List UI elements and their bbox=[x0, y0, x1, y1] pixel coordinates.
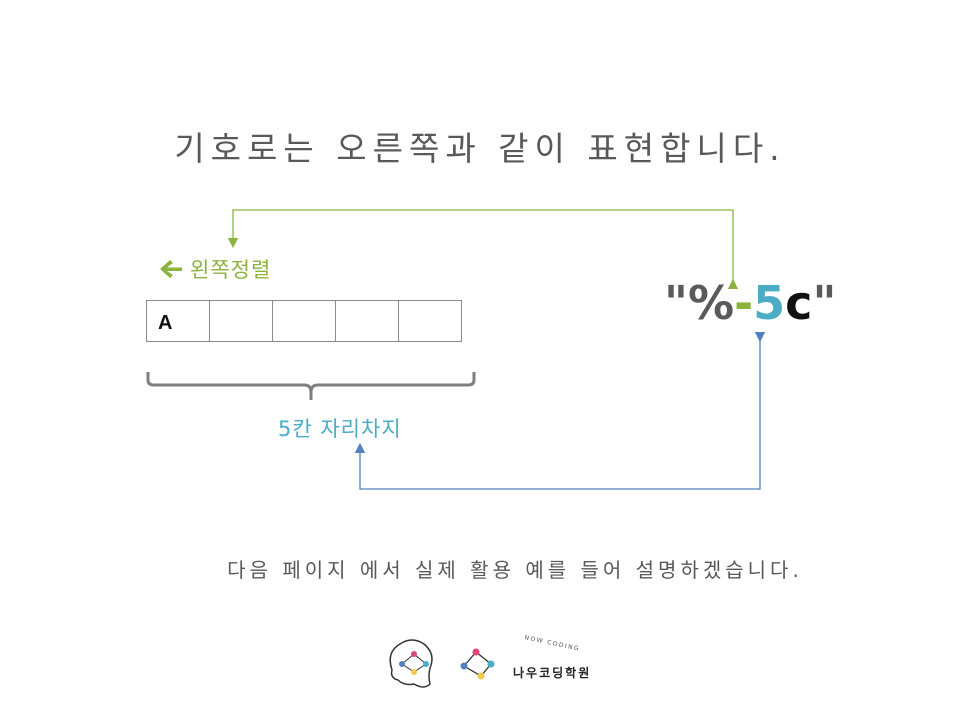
format-specifier: "%-5c" bbox=[664, 276, 836, 330]
quote-open: " bbox=[664, 276, 688, 330]
cell-2 bbox=[210, 301, 273, 341]
conversion-char: c bbox=[785, 276, 813, 330]
brace bbox=[146, 372, 476, 400]
quote-close: " bbox=[812, 276, 837, 330]
nodes-logo-icon bbox=[460, 648, 495, 680]
cell-3 bbox=[273, 301, 336, 341]
brain-logo-icon bbox=[389, 639, 433, 688]
width-number: 5 bbox=[753, 276, 786, 330]
green-connector bbox=[227, 209, 739, 290]
blue-connector bbox=[354, 331, 766, 490]
cell-1: A bbox=[147, 301, 210, 341]
minus-flag: - bbox=[734, 276, 754, 330]
arrow-left-icon bbox=[160, 260, 182, 278]
brand-name: 나우코딩학원 bbox=[513, 666, 592, 680]
char-cells: A bbox=[146, 300, 462, 342]
cell-5 bbox=[399, 301, 462, 341]
heading: 기호로는 오른쪽과 같이 표현합니다. bbox=[174, 129, 786, 168]
footer-text: 다음 페이지 에서 실제 활용 예를 들어 설명하겠습니다. bbox=[227, 558, 803, 582]
cell-4 bbox=[336, 301, 399, 341]
